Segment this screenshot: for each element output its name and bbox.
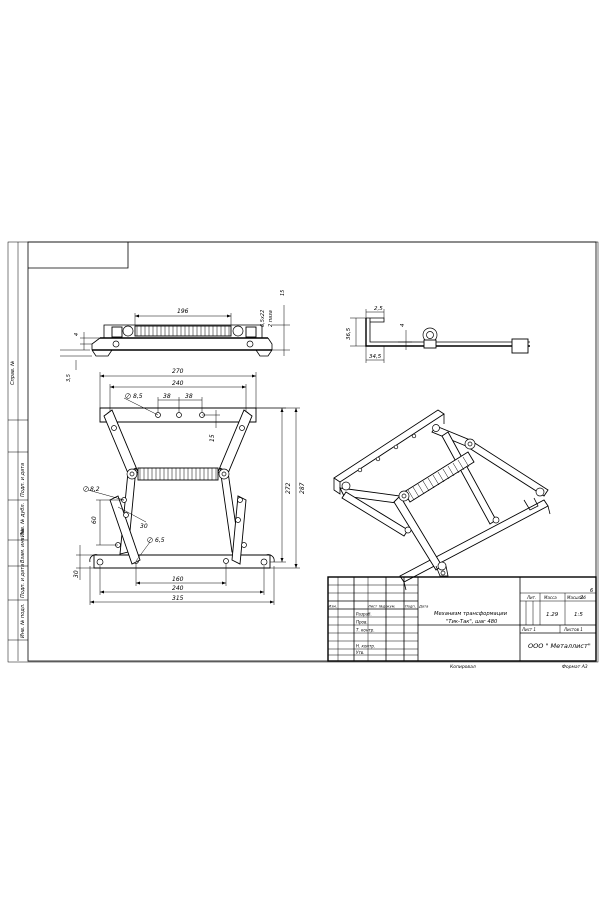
dim-196: 196 bbox=[177, 308, 189, 315]
sheet-frame bbox=[7, 241, 599, 663]
stamp-title-line2: "Тик-Так", шаг 480 bbox=[446, 619, 498, 625]
dim-4-side: 4 bbox=[400, 323, 406, 327]
stamp-col-list: Лист bbox=[367, 605, 378, 609]
side-label-sprav: Справ. № bbox=[10, 361, 16, 385]
isometric-spring bbox=[403, 451, 475, 503]
stamp-row-razrab: Разраб. bbox=[356, 612, 372, 617]
side-label-inv-dubl: Инв. № дубл. bbox=[20, 503, 26, 537]
dim-34-5: 34,5 bbox=[369, 354, 382, 360]
stamp-hdr-masshtab: Масштаб bbox=[567, 595, 587, 600]
stamp-row-tkontr: Т. контр. bbox=[356, 628, 375, 633]
dim-270: 270 bbox=[172, 368, 184, 375]
side-label-vzam: Взам. инв. № bbox=[20, 529, 26, 563]
dim-3-5: 3,5 bbox=[66, 374, 72, 382]
dim-hole-6-5: 6,5 bbox=[155, 537, 165, 544]
side-label-podp-2: Подп. и дата bbox=[20, 564, 26, 598]
dim-slot-note: 2 паза bbox=[268, 310, 274, 327]
stamp-col-podp: Подп. bbox=[405, 605, 416, 609]
front-view: 270 240 8,5 38 38 15 272 287 8,2 60 bbox=[73, 368, 306, 605]
side-label-podp-1: Подп. и дата bbox=[20, 463, 26, 497]
sheet-footer: Копировал Формат А3 bbox=[450, 664, 588, 670]
dim-15: 15 bbox=[209, 434, 216, 442]
stamp-title-line1: Механизм трансформации bbox=[434, 611, 508, 617]
dim-hole-8-2: 8,2 bbox=[90, 486, 100, 493]
stamp-corner-right: 2 bbox=[580, 595, 583, 601]
dim-2-5: 2,5 bbox=[374, 306, 383, 312]
stamp-col-data: Дата bbox=[418, 605, 428, 609]
dim-slot: 6,5х22 bbox=[260, 310, 266, 327]
stamp-col-izm: Изм. bbox=[329, 605, 337, 609]
side-labels: Справ. № Подп. и дата Инв. № дубл. Взам.… bbox=[10, 361, 26, 638]
stamp-col-doc: №докум. bbox=[378, 605, 396, 609]
stamp-sheets: Листов 1 bbox=[563, 627, 583, 632]
dim-30-left: 30 bbox=[73, 570, 80, 578]
stamp-hdr-massa: Масса bbox=[544, 595, 557, 600]
side-view: 2,5 36,5 4 34,5 bbox=[346, 306, 530, 363]
stamp-row-utv: Утв. bbox=[356, 650, 364, 655]
top-view: 196 4 3,5 6,5х22 2 паза 15 bbox=[60, 290, 290, 382]
stamp-sheet: Лист 1 bbox=[521, 627, 536, 632]
dim-240-bottom: 240 bbox=[172, 585, 184, 592]
footer-copied: Копировал bbox=[450, 664, 476, 670]
stamp-company: ООО " Металлист" bbox=[528, 642, 591, 650]
dim-240-top: 240 bbox=[172, 380, 184, 387]
stamp-row-prov: Пров. bbox=[356, 620, 368, 625]
dim-160: 160 bbox=[172, 576, 184, 583]
dim-hole-8-5: 8,5 bbox=[133, 393, 143, 400]
isometric-view bbox=[333, 409, 551, 591]
dim-4-top: 4 bbox=[74, 333, 80, 336]
front-view-spring bbox=[137, 467, 219, 481]
stamp-hdr-lit: Лит. bbox=[526, 595, 536, 600]
footer-format: Формат А3 bbox=[562, 664, 588, 670]
dim-30-diag: 30 bbox=[140, 523, 148, 530]
dim-315: 315 bbox=[172, 595, 184, 602]
dim-slot-15: 15 bbox=[280, 290, 286, 296]
dim-272: 272 bbox=[285, 482, 292, 494]
stamp-corner-top: 6 bbox=[590, 588, 593, 594]
top-view-spring bbox=[134, 325, 232, 337]
title-block: Изм. Лист №докум. Подп. Дата Разраб. Про… bbox=[327, 576, 597, 662]
stamp-masshtab: 1:5 bbox=[574, 612, 583, 618]
dim-38-a: 38 bbox=[163, 393, 171, 400]
stamp-massa: 1.29 bbox=[546, 612, 559, 618]
side-label-inv-podl: Инв. № подл. bbox=[20, 604, 26, 639]
stamp-row-nkontr: Н. контр. bbox=[356, 644, 375, 649]
dim-287: 287 bbox=[299, 482, 306, 494]
dim-36-5: 36,5 bbox=[346, 327, 352, 340]
dim-60: 60 bbox=[91, 516, 98, 524]
dim-38-b: 38 bbox=[185, 393, 193, 400]
